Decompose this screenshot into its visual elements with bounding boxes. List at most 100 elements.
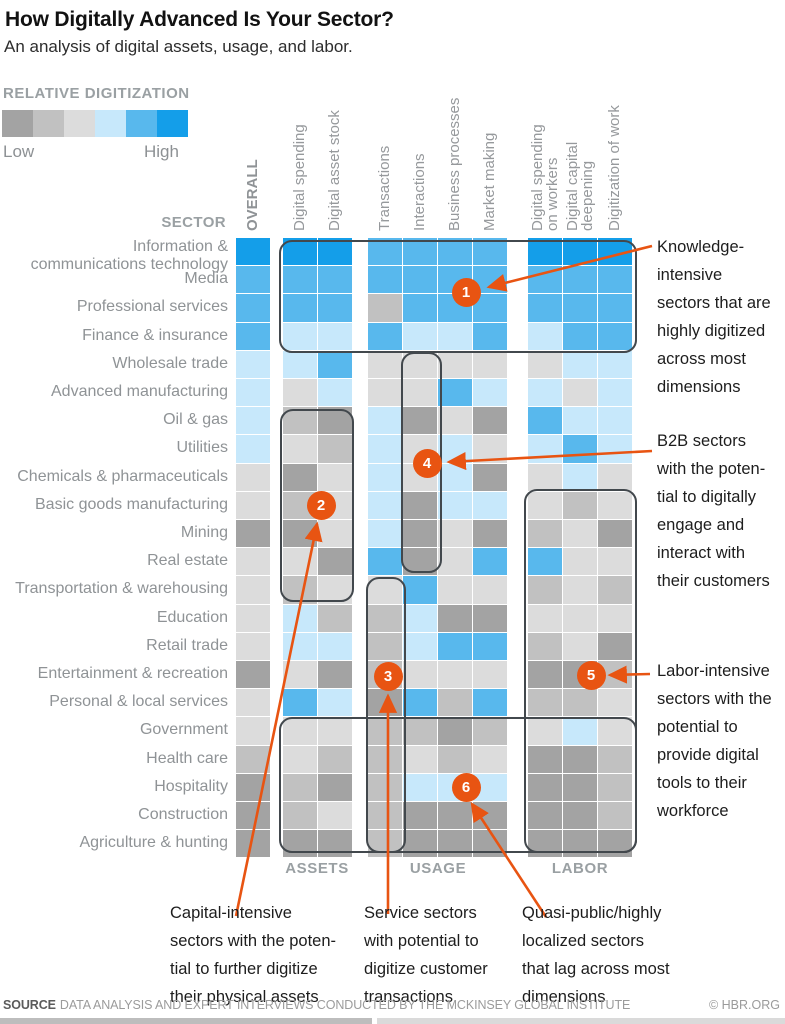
annotation-text-1: Knowledge- intensive sectors that are hi… [657,238,771,396]
heatmap-cell [318,350,352,378]
heatmap-cell [403,802,437,830]
highlight-box-1 [279,240,637,353]
heatmap-cell [438,407,472,435]
heatmap-cell [403,689,437,717]
heatmap-cell [528,294,562,322]
row-label: Construction [138,806,228,823]
heatmap-cell [283,350,317,378]
heatmap-cell [438,576,472,604]
heatmap-cell [598,604,632,632]
heatmap-cell [438,322,472,350]
row-label: Chemicals & pharmaceuticals [17,467,228,485]
heatmap-cell [438,632,472,660]
heatmap-cell [403,773,437,801]
heatmap-cell [283,463,317,491]
heatmap-cell [403,322,437,350]
heatmap-cell [563,745,597,773]
heatmap-cell [368,238,402,266]
heatmap-cell [473,689,507,717]
column-header-business-processes: Business processes [446,97,463,231]
heatmap-cell [473,632,507,660]
heatmap-cell [283,294,317,322]
heatmap-cell [368,266,402,294]
heatmap-cell [598,520,632,548]
column-header-transactions: Transactions [376,145,393,231]
heatmap-cell [368,745,402,773]
heatmap-cell [236,830,270,858]
row-label: Government [139,721,228,739]
heatmap-cell [438,802,472,830]
legend-swatch-0 [2,110,33,137]
row-label: Health care [146,749,228,767]
source-text: DATA ANALYSIS AND EXPERT INTERVIEWS COND… [59,998,631,1012]
annotation-text-6: Quasi-public/highly localized sectors th… [522,904,670,1006]
heatmap-cell [236,802,270,830]
column-header-digital-spending-on-workers: Digital spending on workers [529,124,561,231]
heatmap-cell [528,745,562,773]
heatmap-cell [368,773,402,801]
heatmap-cell [318,802,352,830]
heatmap-cell [438,520,472,548]
heatmap-cell [528,435,562,463]
heatmap-cell [318,661,352,689]
heatmap-cell [438,717,472,745]
heatmap-cell [528,689,562,717]
heatmap-cell [563,802,597,830]
heatmap-cell [598,435,632,463]
group-label-labor: LABOR [551,860,609,877]
legend-swatch-4 [126,110,157,137]
legend-title: RELATIVE DIGITIZATION [3,85,190,102]
heatmap-cell [563,491,597,519]
heatmap-cell [528,520,562,548]
annotation-text-3: Service sectors with potential to digiti… [364,904,488,1006]
annotation-text-2: Capital-intensive sectors with the poten… [170,904,336,1006]
legend-high-label: High [144,142,179,161]
heatmap-cell [438,661,472,689]
heatmap-cell [318,632,352,660]
column-header-overall: OVERALL [244,159,261,231]
heatmap-cell [318,717,352,745]
row-label: Information & communications technology [30,238,228,273]
heatmap-cell [283,632,317,660]
heatmap-cell [528,463,562,491]
heatmap-cell [598,802,632,830]
heatmap-cell [283,661,317,689]
heatmap-cell [236,520,270,548]
heatmap-cell [368,604,402,632]
row-label: Entertainment & recreation [37,665,228,682]
row-label: Basic goods manufacturing [35,495,228,513]
heatmap-cell [438,463,472,491]
heatmap-cell [236,576,270,604]
heatmap-cell [283,689,317,717]
heatmap-cell [368,548,402,576]
heatmap-cell [528,379,562,407]
column-header-digital-asset-stock: Digital asset stock [326,110,343,231]
heatmap-cell [528,407,562,435]
heatmap-cell [403,745,437,773]
heatmap-cell [403,491,437,519]
annotation-marker-1: 1 [451,277,481,307]
heatmap-cell [318,379,352,407]
column-header-digitization-of-work: Digitization of work [606,105,623,231]
column-header-digital-spending: Digital spending [291,124,308,231]
heatmap-cell [473,491,507,519]
legend-swatch-3 [95,110,126,137]
heatmap-cell [318,238,352,266]
row-label: Oil & gas [163,411,228,429]
heatmap-cell [236,632,270,660]
heatmap-cell [368,350,402,378]
heatmap-cell [563,576,597,604]
row-label: Media [184,270,228,288]
heatmap-cell [283,379,317,407]
heatmap-cell [368,491,402,519]
legend-swatch-5 [157,110,188,137]
heatmap-cell [563,773,597,801]
heatmap-cell [236,773,270,801]
row-label: Education [156,608,228,626]
heatmap-cell [598,773,632,801]
heatmap-cell [438,548,472,576]
legend-color-scale [2,110,188,137]
heatmap-cell [528,548,562,576]
heatmap-cell [236,689,270,717]
